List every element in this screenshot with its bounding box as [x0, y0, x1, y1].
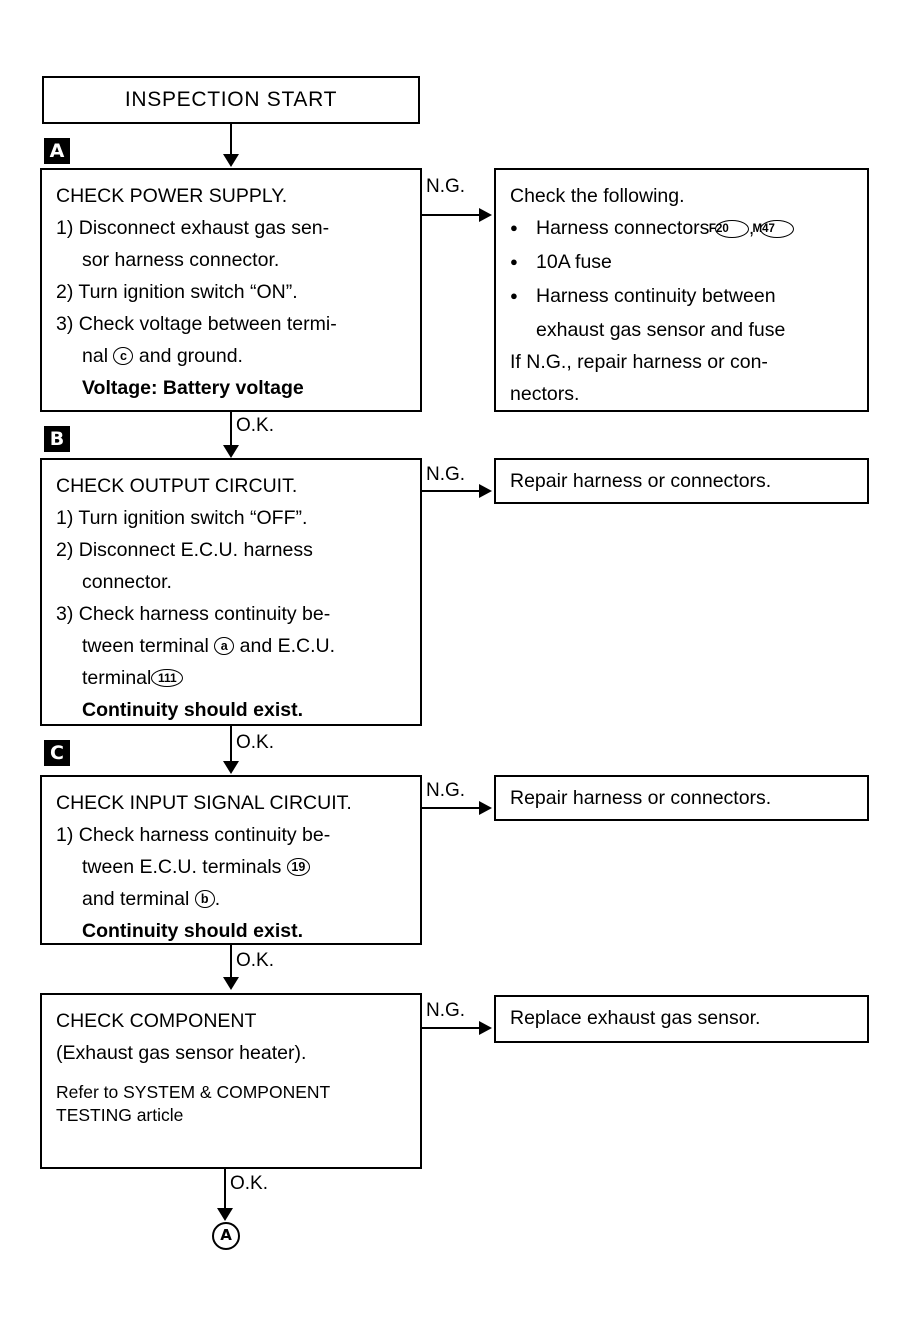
step-a-ng-footer-line2: nectors.: [510, 383, 580, 405]
edge-label-d-ok: O.K.: [230, 1173, 269, 1194]
connector-d-to-end: [224, 1169, 226, 1214]
connector-badge-f20: F20: [709, 220, 749, 238]
bullet-icon: [510, 280, 536, 314]
spacer: [56, 1069, 408, 1081]
step-c-item1-line1: 1) Check harness continuity be-: [56, 824, 331, 846]
step-a-box: CHECK POWER SUPPLY. 1) Disconnect exhaus…: [40, 168, 422, 412]
step-c-item1-line3: and terminal b.: [56, 883, 408, 915]
step-a-result: Voltage: Battery voltage: [82, 377, 304, 399]
edge-label-b-ng: N.G.: [426, 464, 466, 485]
edge-label-d-ng: N.G.: [426, 1000, 466, 1021]
connector-d-ng: [422, 1027, 480, 1029]
step-d-note-line1: Refer to SYSTEM & COMPONENT: [56, 1082, 331, 1102]
inspection-start-box: INSPECTION START: [42, 76, 420, 124]
arrowhead-d-to-end: [217, 1208, 233, 1221]
step-a-ng-box: Check the following. Harness connectors …: [494, 168, 869, 412]
step-b-item2-line2: connector.: [82, 571, 172, 593]
step-a-item3-line1: 3) Check voltage between termi-: [56, 313, 337, 335]
step-a-ng-footer-line1: If N.G., repair harness or con-: [510, 351, 768, 373]
step-d-note-line2: TESTING article: [56, 1105, 184, 1125]
step-c-heading: CHECK INPUT SIGNAL CIRCUIT.: [56, 792, 352, 814]
end-terminator-a: A: [212, 1222, 240, 1250]
arrowhead-a-to-b: [223, 445, 239, 458]
edge-label-c-ng: N.G.: [426, 780, 466, 801]
step-a-item3-post: and ground.: [138, 345, 243, 367]
step-b-box: CHECK OUTPUT CIRCUIT. 1) Turn ignition s…: [40, 458, 422, 726]
step-b-item3-post: and E.C.U.: [239, 635, 336, 657]
section-badge-a: A: [44, 138, 70, 164]
step-a-ng-bullet-3: Harness continuity between: [510, 280, 855, 314]
terminal-marker-c: c: [113, 347, 134, 365]
step-a-ng-bullet-2: 10A fuse: [510, 246, 855, 280]
arrowhead-b-to-c: [223, 761, 239, 774]
step-a-ng-bullet-1: Harness connectors F20, M47: [510, 212, 855, 246]
step-a-heading: CHECK POWER SUPPLY.: [56, 185, 288, 207]
step-b-ng-text: Repair harness or connectors.: [510, 470, 772, 492]
step-d-heading: CHECK COMPONENT: [56, 1010, 257, 1032]
edge-label-c-ok: O.K.: [236, 950, 275, 971]
terminal-marker-a: a: [214, 637, 235, 655]
step-a-ng-bullet3-text: Harness continuity between: [536, 285, 776, 307]
step-d-box: CHECK COMPONENT (Exhaust gas sensor heat…: [40, 993, 422, 1169]
step-c-item1-terminal-pre: and terminal: [82, 888, 190, 910]
step-d-ng-box: Replace exhaust gas sensor.: [494, 995, 869, 1043]
connector-start-to-a: [230, 124, 232, 156]
step-a-ng-bullet1-text: Harness connectors: [536, 217, 710, 239]
step-b-result: Continuity should exist.: [82, 699, 304, 721]
step-d-subheading: (Exhaust gas sensor heater).: [56, 1042, 307, 1064]
ecu-terminal-marker-19: 19: [286, 858, 310, 876]
step-a-item1-line1: 1) Disconnect exhaust gas sen-: [56, 217, 330, 239]
step-c-item1-terminal-post: .: [214, 888, 221, 910]
inspection-start-label: INSPECTION START: [124, 88, 338, 111]
step-b-item3-ecu-pre: terminal: [82, 667, 152, 689]
step-b-item3-line2: tween terminal a and E.C.U.: [56, 630, 408, 662]
step-b-item1: 1) Turn ignition switch “OFF”.: [56, 507, 308, 529]
step-b-item3-pre: tween terminal: [82, 635, 209, 657]
arrowhead-b-ng: [479, 484, 492, 498]
bullet-icon: [510, 212, 536, 246]
edge-label-a-ng: N.G.: [426, 176, 466, 197]
step-a-item3-line2: nal c and ground.: [56, 340, 408, 372]
step-b-item3-line1: 3) Check harness continuity be-: [56, 603, 331, 625]
bullet-icon: [510, 246, 536, 280]
arrowhead-start-to-a: [223, 154, 239, 167]
arrowhead-c-to-d: [223, 977, 239, 990]
step-a-item1-line2: sor harness connector.: [82, 249, 280, 271]
connector-a-to-b: [230, 412, 232, 452]
ecu-terminal-badge-111: 111: [151, 669, 184, 687]
step-b-heading: CHECK OUTPUT CIRCUIT.: [56, 475, 298, 497]
step-b-item2-line1: 2) Disconnect E.C.U. harness: [56, 539, 313, 561]
connector-a-ng: [422, 214, 480, 216]
step-c-item1-pre: tween E.C.U. terminals: [82, 856, 282, 878]
section-badge-c: C: [44, 740, 70, 766]
arrowhead-c-ng: [479, 801, 492, 815]
edge-label-b-ok: O.K.: [236, 732, 275, 753]
arrowhead-a-ng: [479, 208, 492, 222]
step-a-ng-bullet2-text: 10A fuse: [536, 251, 612, 273]
edge-label-a-ok: O.K.: [236, 415, 275, 436]
terminal-marker-b: b: [194, 890, 215, 908]
step-c-ng-box: Repair harness or connectors.: [494, 775, 869, 821]
step-c-item1-line2: tween E.C.U. terminals 19: [56, 851, 408, 883]
step-c-result: Continuity should exist.: [82, 920, 304, 942]
section-badge-b: B: [44, 426, 70, 452]
step-b-ng-box: Repair harness or connectors.: [494, 458, 869, 504]
connector-c-to-d: [230, 945, 232, 983]
step-a-item3-pre: nal: [82, 345, 109, 367]
step-c-box: CHECK INPUT SIGNAL CIRCUIT. 1) Check har…: [40, 775, 422, 945]
step-a-ng-bullet1-sep: ,: [748, 217, 755, 239]
connector-b-to-c: [230, 726, 232, 768]
step-c-ng-text: Repair harness or connectors.: [510, 787, 772, 809]
step-a-ng-heading: Check the following.: [510, 185, 685, 207]
step-a-item2: 2) Turn ignition switch “ON”.: [56, 281, 298, 303]
step-d-ng-text: Replace exhaust gas sensor.: [510, 1007, 761, 1029]
connector-b-ng: [422, 490, 480, 492]
connector-c-ng: [422, 807, 480, 809]
connector-badge-m47: M47: [753, 220, 794, 238]
step-a-ng-bullet3-cont: exhaust gas sensor and fuse: [536, 319, 786, 341]
arrowhead-d-ng: [479, 1021, 492, 1035]
